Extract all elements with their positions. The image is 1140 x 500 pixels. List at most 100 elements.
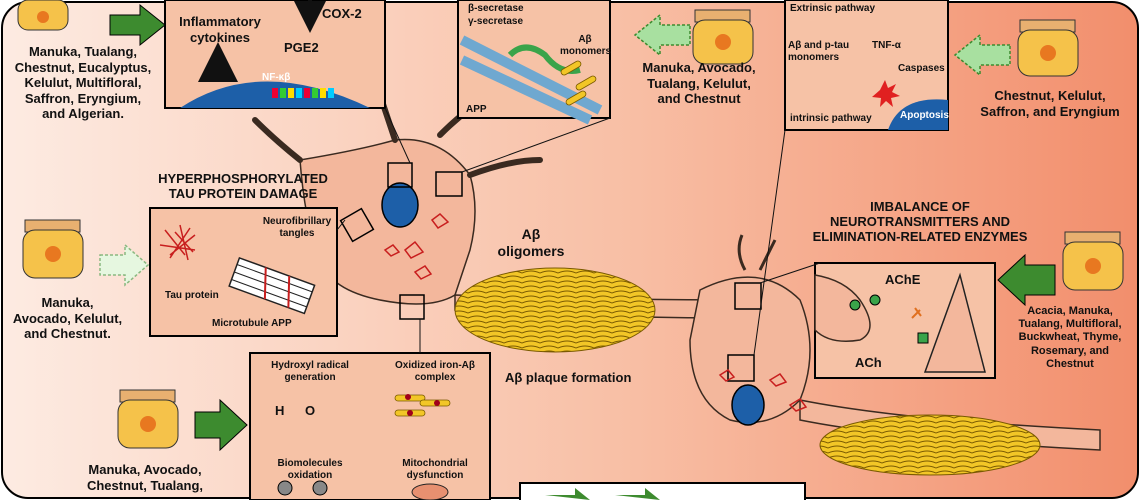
- honey-line: Acacia, Manuka,: [1027, 305, 1113, 317]
- zoom-square-apoptosis: [727, 354, 755, 382]
- arrow-honey-apoptosis: [953, 33, 1011, 77]
- receptor: [917, 332, 929, 344]
- honey-line: Chestnut, Kelulut,: [994, 88, 1106, 103]
- honey-list-tau: Manuka, Avocado, Kelulut, and Chestnut.: [5, 295, 130, 342]
- tau-heading-line-1: HYPERPHOSPHORYLATED: [158, 171, 328, 186]
- monomers-label: Aβ monomers: [560, 34, 612, 57]
- honey-line: Manuka,: [41, 295, 94, 310]
- plaque-label: Aβ plaque formation: [505, 370, 632, 385]
- biomolecules-label: Biomolecules oxidation: [277, 458, 343, 481]
- app-label: APP: [466, 104, 487, 115]
- extrinsic-label: Extrinsic pathway: [790, 3, 876, 14]
- honey-jar-3: [1017, 19, 1079, 77]
- postsynaptic-triangle: [923, 272, 986, 373]
- vesicle-1: [849, 299, 861, 311]
- honey-line: Saffron, Eryngium,: [24, 90, 142, 106]
- iron-atom-1: [405, 394, 411, 400]
- neuron-right-nucleus: [731, 384, 765, 426]
- honey-jar-4: [22, 219, 84, 279]
- cox2-label: COX-2: [322, 6, 362, 21]
- pge2-label: PGE2: [284, 40, 319, 55]
- arrow-honey-amyloid: [633, 13, 691, 57]
- oxidative-panel: [249, 352, 491, 500]
- honey-line: and Chestnut: [657, 91, 741, 107]
- zoom-square-neurotransmitter: [734, 282, 762, 310]
- microtubule: [228, 256, 316, 315]
- honey-line: and Algerian.: [42, 106, 124, 122]
- honey-line: Manuka, Tualang,: [28, 44, 138, 59]
- neuro-heading: IMBALANCE OF NEUROTRANSMITTERS AND ELIMI…: [805, 199, 1035, 245]
- microtubule-label: Microtubule APP: [212, 318, 292, 329]
- arrow-honey-oxidative: [194, 398, 248, 452]
- neuro-heading-line-1: IMBALANCE OF: [870, 199, 970, 214]
- honey-list-oxidative: Manuka, Avocado, Chestnut, Tualang,: [65, 462, 225, 493]
- legend-panel: [519, 482, 806, 500]
- mito-label: Mitochondrial dysfunction: [402, 458, 468, 481]
- tangles-label: Neurofibrillary tangles: [262, 216, 332, 239]
- honey-line: Saffron, and Eryngium: [980, 103, 1120, 119]
- ach-label: ACh: [855, 355, 882, 370]
- amyloid-plaque-2: [819, 414, 1041, 476]
- vesicle-2: [869, 294, 881, 306]
- caspase-burst: [872, 80, 900, 107]
- honey-line: Tualang, Kelulut,: [647, 75, 751, 91]
- oligomers-label: Aβ oligomers: [497, 226, 565, 259]
- nfkb-label: NF-κβ: [262, 72, 291, 83]
- apoptotic-nucleus: [888, 99, 948, 130]
- honey-line: Chestnut, Tualang,: [86, 477, 204, 493]
- amyloid-monomers: [560, 60, 597, 106]
- honey-list-neuro: Acacia, Manuka, Tualang, Multifloral, Bu…: [1000, 305, 1140, 371]
- honey-line: Rosemary, and: [1030, 344, 1110, 357]
- honey-line: Chestnut, Eucalyptus,: [14, 59, 152, 75]
- legend-arrow-2: [615, 488, 660, 500]
- connector-lines: [336, 107, 821, 356]
- honey-list-apoptosis: Chestnut, Kelulut, Saffron, and Eryngium: [965, 88, 1135, 119]
- hydrogen-symbol: H: [275, 403, 285, 418]
- caspases-label: Caspases: [898, 63, 945, 74]
- honey-line: Manuka, Avocado,: [642, 60, 756, 75]
- honey-jar-1: [17, 0, 69, 31]
- arrow-honey-neuro: [997, 253, 1056, 307]
- synaptic-terminal: [814, 274, 871, 342]
- honey-list-inflammation: Manuka, Tualang, Chestnut, Eucalyptus, K…: [8, 44, 158, 122]
- tangle-cluster: [159, 224, 196, 261]
- zoom-square-amyloid: [435, 171, 463, 197]
- honey-line: Manuka, Avocado,: [88, 462, 202, 477]
- honey-line: Chestnut: [1046, 357, 1094, 370]
- honey-line: Avocado, Kelulut,: [12, 310, 123, 326]
- molecule-icon: [277, 480, 328, 496]
- honey-jar-2: [692, 9, 754, 65]
- ache-label: AChE: [885, 272, 921, 287]
- honey-line: Buckwheat, Thyme,: [1018, 331, 1122, 344]
- neurofibrillary-tangles: [383, 213, 808, 412]
- honey-line: Tualang, Multifloral,: [1018, 318, 1122, 331]
- legend-arrow-1: [545, 488, 590, 500]
- arrow-honey-inflammation: [109, 3, 166, 47]
- zoom-square-tau: [339, 207, 375, 243]
- honey-line: Kelulut, Multifloral,: [24, 75, 142, 91]
- gamma-secretase-label: γ-secretase: [468, 16, 524, 27]
- zoom-square-oxidative: [399, 294, 425, 320]
- tau-heading: HYPERPHOSPHORYLATED TAU PROTEIN DAMAGE: [148, 171, 338, 202]
- neuron-left-nucleus: [381, 182, 419, 228]
- honey-line: and Chestnut.: [24, 326, 111, 342]
- mitochondrion-icon: [411, 483, 449, 500]
- iron-atom-3: [407, 410, 413, 416]
- hydroxyl-label: Hydroxyl radical generation: [271, 360, 349, 383]
- amyloid-plaque-1: [454, 267, 656, 353]
- iron-label: Oxidized iron-Aβ complex: [395, 360, 475, 383]
- apoptosis-label: Apoptosis: [900, 110, 949, 121]
- dna-stripes: [272, 88, 334, 98]
- beta-secretase-label: β-secretase: [468, 3, 524, 14]
- apoptosis-monomers-label: Aβ and p-tau monomers: [788, 40, 850, 63]
- cytokines-label: Inflammatory cytokines: [179, 14, 261, 45]
- neuro-heading-line-2: NEUROTRANSMITTERS AND: [829, 213, 1011, 229]
- tau-heading-line-2: TAU PROTEIN DAMAGE: [168, 185, 318, 201]
- iron-atom-2: [434, 400, 440, 406]
- honey-list-amyloid: Manuka, Avocado, Tualang, Kelulut, and C…: [624, 60, 774, 107]
- honey-jar-6: [117, 389, 179, 449]
- zoom-square-inflammation: [387, 162, 413, 188]
- oxygen-symbol: O: [305, 403, 316, 418]
